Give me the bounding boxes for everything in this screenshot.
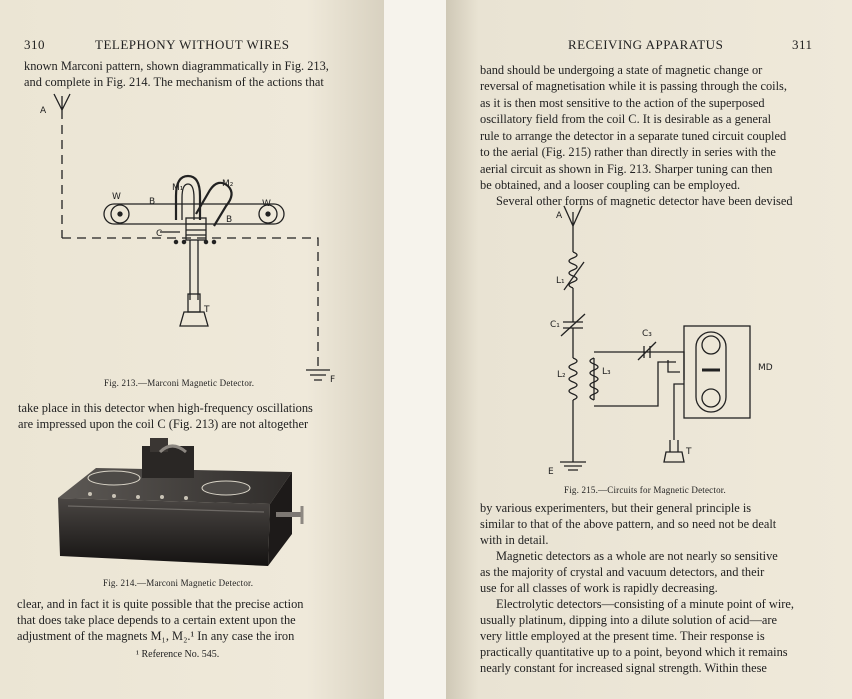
label-md: MD bbox=[758, 363, 773, 373]
figure-213-caption: Fig. 213.—Marconi Magnetic Detector. bbox=[104, 378, 255, 388]
label-m2: M₂ bbox=[222, 179, 234, 189]
page-number: 310 bbox=[24, 37, 45, 52]
gutter bbox=[384, 0, 446, 699]
paragraph-line: Magnetic detectors as a whole are not ne… bbox=[496, 549, 778, 563]
paragraph-line: aerial circuit as shown in Fig. 213. Sha… bbox=[480, 162, 773, 176]
figure-214-caption: Fig. 214.—Marconi Magnetic Detector. bbox=[103, 578, 254, 588]
paragraph-line: oscillatory field from the coil C. It is… bbox=[480, 112, 772, 126]
label-c1: C₁ bbox=[550, 320, 560, 330]
figure-213-diagram: A W W B B M₁ M₂ C T F bbox=[40, 93, 335, 385]
label-b-right: B bbox=[226, 215, 232, 225]
aerial-icon bbox=[53, 93, 71, 111]
paragraph-line: nearly constant for increased signal str… bbox=[480, 661, 767, 675]
label-b-left: B bbox=[149, 197, 155, 207]
paragraph-line: be obtained, and a looser coupling can b… bbox=[480, 178, 741, 192]
label-l3: L₃ bbox=[602, 367, 611, 377]
paragraph-line: known Marconi pattern, shown diagrammati… bbox=[24, 59, 329, 73]
left-page: 310 TELEPHONY WITHOUT WIRES known Marcon… bbox=[0, 0, 384, 699]
label-t: T bbox=[685, 447, 692, 457]
paragraph-line: Several other forms of magnetic detector… bbox=[496, 194, 793, 208]
label-t: T bbox=[203, 305, 210, 315]
label-c: C bbox=[156, 229, 162, 239]
page-number: 311 bbox=[792, 37, 813, 52]
figure-215-diagram: A L₁ C₁ L₂ L₃ C₃ MD T E bbox=[548, 205, 773, 477]
running-head: RECEIVING APPARATUS bbox=[568, 37, 724, 52]
paragraph-line: similar to that of the above pattern, an… bbox=[480, 517, 777, 531]
paragraph-line: take place in this detector when high-fr… bbox=[18, 401, 313, 415]
label-earth: E bbox=[548, 467, 554, 477]
paragraph-line: by various experimenters, but their gene… bbox=[480, 501, 752, 515]
paragraph-line: as the majority of crystal and vacuum de… bbox=[480, 565, 765, 579]
right-page: RECEIVING APPARATUS 311 band should be u… bbox=[446, 0, 852, 699]
label-c3: C₃ bbox=[642, 329, 652, 339]
paragraph-line: are impressed upon the coil C (Fig. 213)… bbox=[18, 417, 309, 431]
paragraph-line: adjustment of the magnets M₁, M₂.¹ In an… bbox=[17, 629, 295, 643]
label-l1: L₁ bbox=[556, 276, 565, 286]
figure-214-photo bbox=[58, 438, 304, 566]
paragraph-line: that does take place depends to a certai… bbox=[17, 613, 296, 627]
label-w-left: W bbox=[112, 192, 121, 202]
paragraph-line: and complete in Fig. 214. The mechanism … bbox=[24, 75, 324, 89]
paragraph-line: reversal of magnetisation while it is pa… bbox=[480, 79, 787, 93]
paragraph-line: very little employed at the present time… bbox=[480, 629, 765, 643]
paragraph-line: use for all classes of work is rapidly d… bbox=[480, 581, 718, 595]
paragraph-line: rule to arrange the detector in a separa… bbox=[480, 129, 787, 143]
footnote: ¹ Reference No. 545. bbox=[136, 649, 220, 660]
paragraph-line: to the aerial (Fig. 215) rather than dir… bbox=[480, 145, 776, 159]
running-head: TELEPHONY WITHOUT WIRES bbox=[95, 37, 290, 52]
label-earth: F bbox=[330, 375, 335, 385]
paragraph-line: with in detail. bbox=[480, 533, 549, 547]
paragraph-line: Electrolytic detectors—consisting of a m… bbox=[496, 597, 794, 611]
paragraph-line: usually platinum, dipping into a dilute … bbox=[480, 613, 777, 627]
paragraph-line: band should be undergoing a state of mag… bbox=[480, 63, 763, 77]
label-w-right: W bbox=[262, 199, 271, 209]
label-l2: L₂ bbox=[557, 370, 566, 380]
label-m1: M₁ bbox=[172, 183, 184, 193]
label-aerial: A bbox=[556, 211, 563, 221]
paragraph-line: clear, and in fact it is quite possible … bbox=[17, 597, 304, 611]
paragraph-line: as it is then most sensitive to the acti… bbox=[480, 96, 765, 110]
aerial-icon bbox=[563, 205, 583, 227]
paragraph-line: practically quantitative up to a point, … bbox=[480, 645, 788, 659]
figure-215-caption: Fig. 215.—Circuits for Magnetic Detector… bbox=[564, 485, 726, 495]
label-aerial: A bbox=[40, 106, 47, 116]
